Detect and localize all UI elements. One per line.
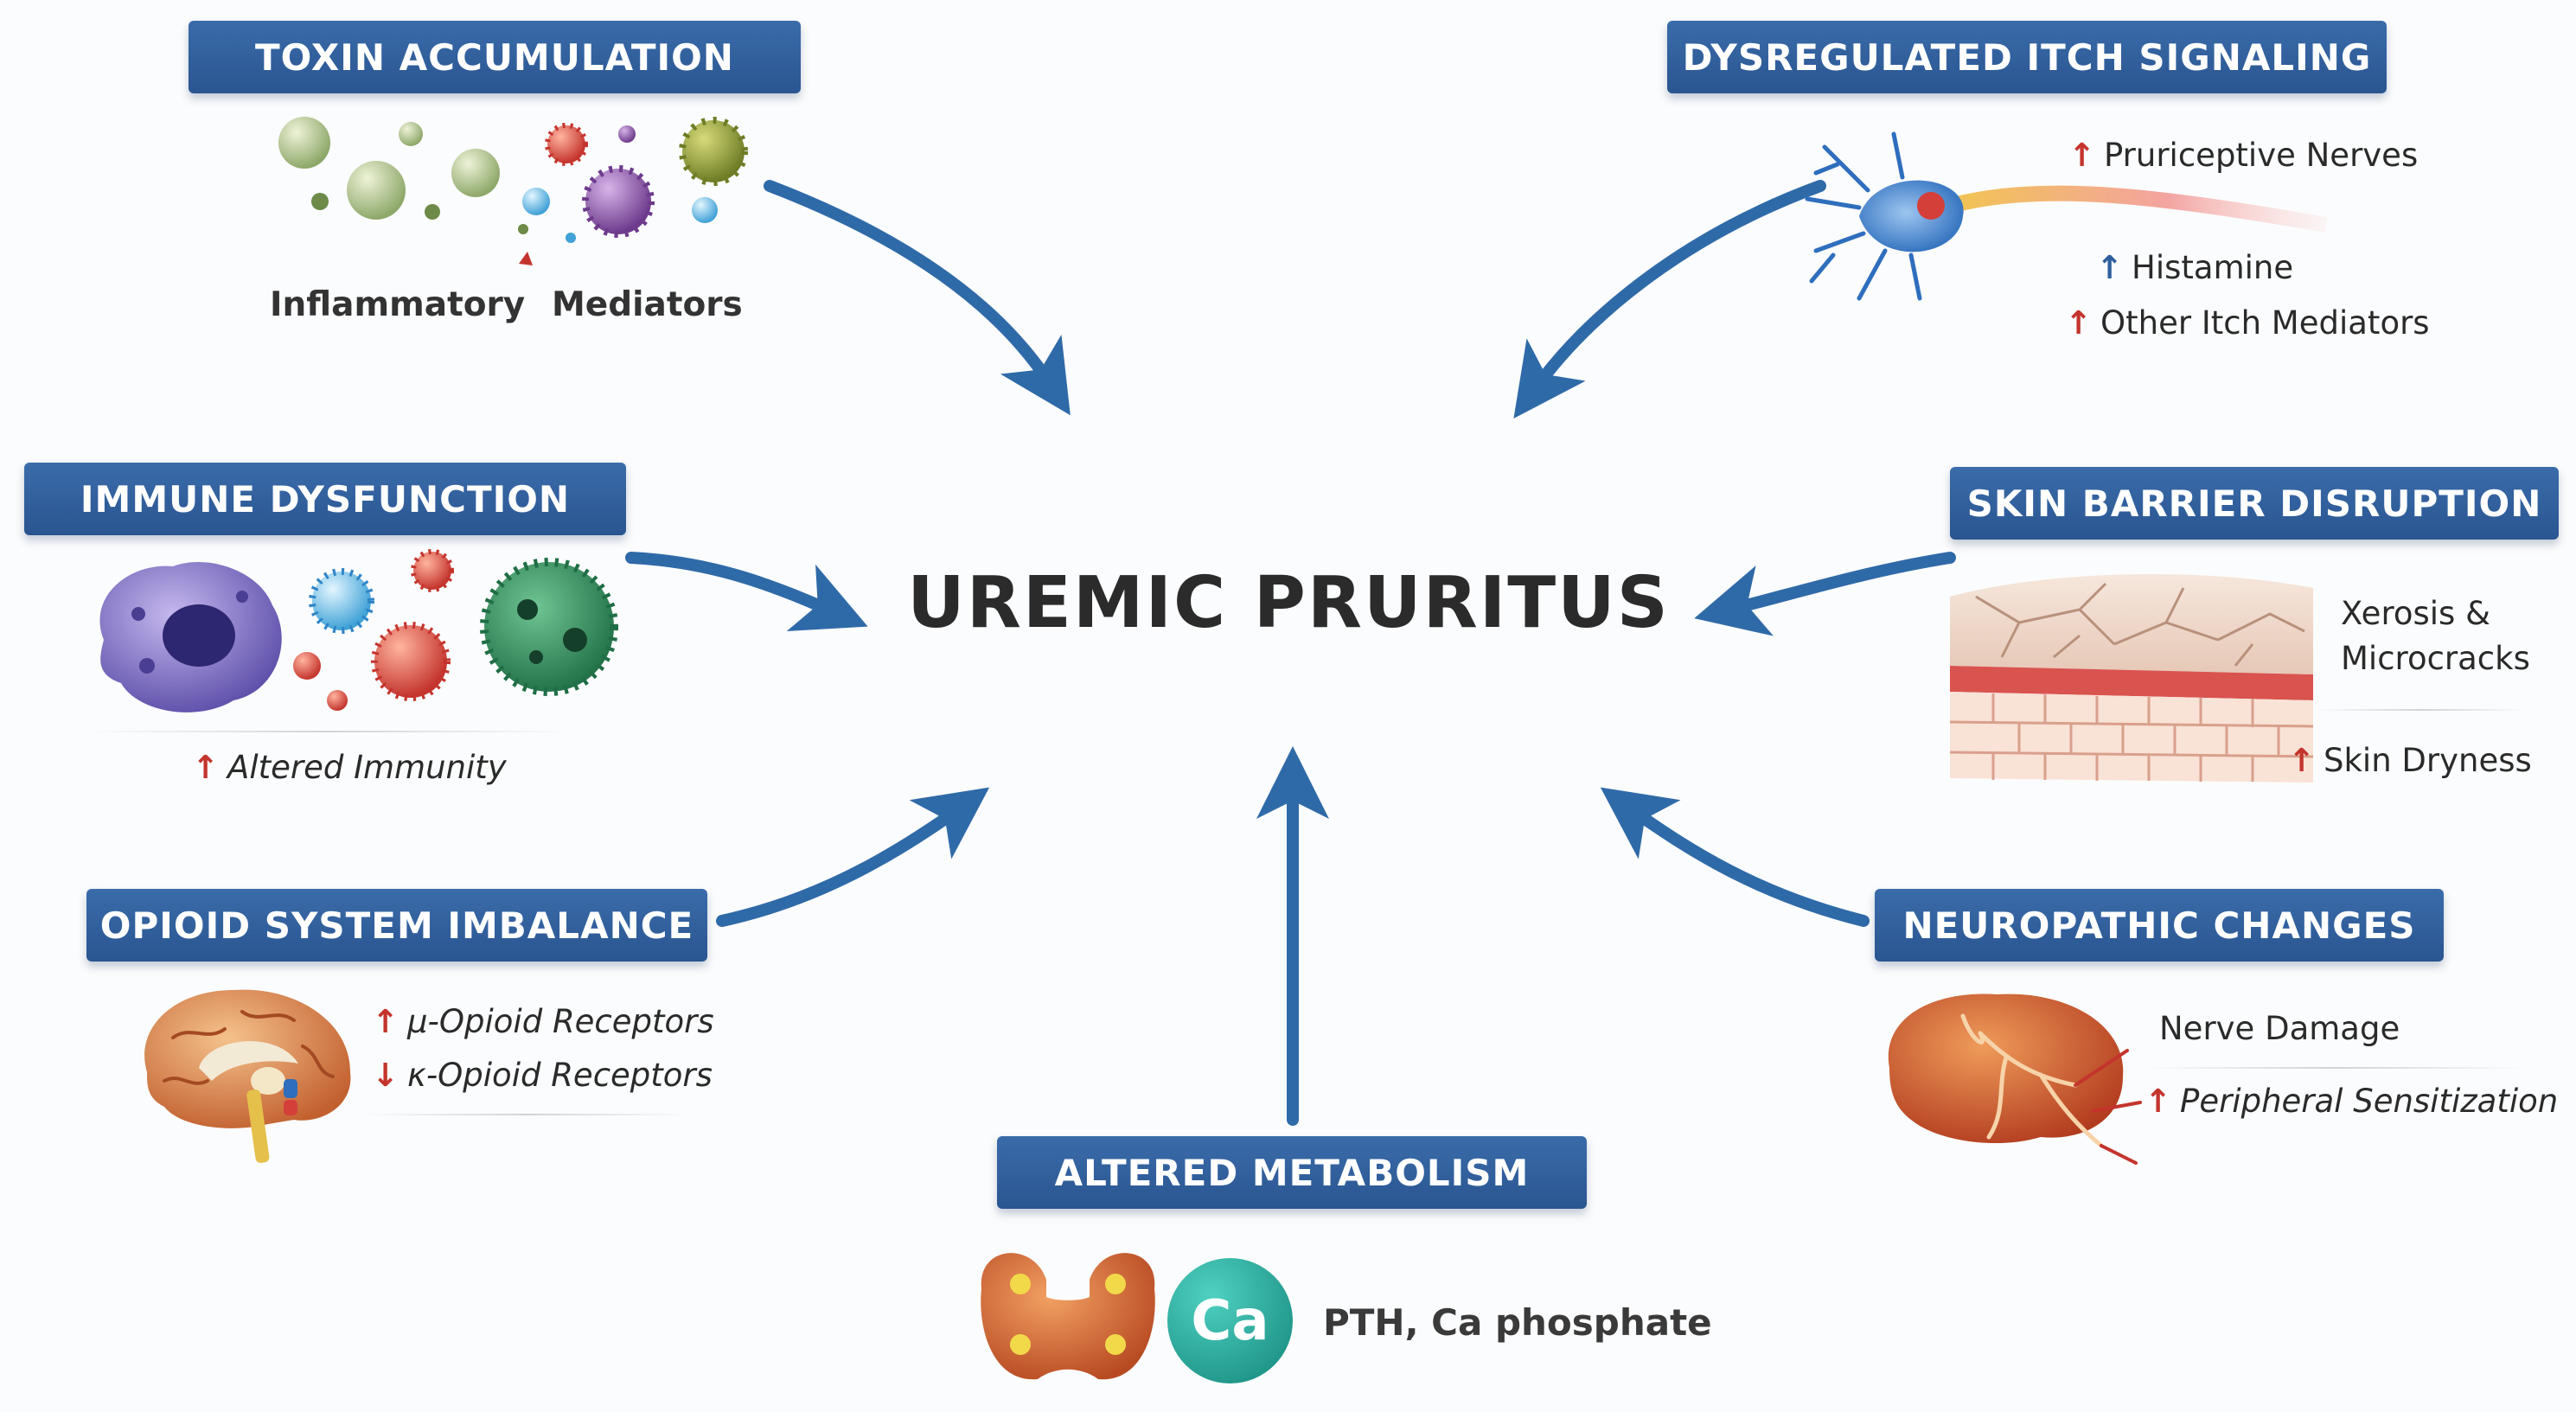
arrow-skin — [1694, 552, 1956, 636]
neuron-icon — [1805, 131, 2328, 301]
opioid-label-1: μ-Opioid Receptors — [372, 1003, 714, 1040]
immune-cells-icon — [99, 549, 618, 712]
opioid-separator — [363, 1114, 692, 1115]
calcium-badge: Ca — [1167, 1258, 1293, 1383]
particles-icon — [278, 117, 748, 265]
arrow-opioid — [716, 787, 990, 927]
immune-banner: IMMUNE DYSFUNCTION — [24, 463, 626, 535]
arrow-toxin — [764, 180, 1071, 416]
itch-label-1: Pruriceptive Nerves — [2068, 137, 2418, 174]
skin-banner: SKIN BARRIER DISRUPTION — [1950, 467, 2559, 540]
skin-label-1: Xerosis & — [2341, 595, 2490, 632]
itch-banner: DYSREGULATED ITCH SIGNALING — [1667, 21, 2387, 93]
opioid-label-2: κ-Opioid Receptors — [372, 1057, 713, 1094]
skin-label-2: Microcracks — [2341, 640, 2530, 677]
neuro-label-2: Peripheral Sensitization — [2145, 1083, 2558, 1120]
center-title: UREMIC PRURITUS — [907, 562, 1670, 644]
brain-icon — [144, 989, 351, 1163]
toxin-label-1: Inflammatory — [270, 285, 526, 324]
neuro-banner: NEUROPATHIC CHANGES — [1875, 889, 2444, 962]
itch-label-2: Histamine — [2096, 249, 2293, 286]
itch-label-3: Other Itch Mediators — [2065, 304, 2430, 342]
immune-separator — [86, 731, 571, 732]
arrow-immune — [625, 552, 868, 631]
neuro-label-1: Nerve Damage — [2159, 1010, 2400, 1047]
metab-label-1: PTH, Ca phosphate — [1323, 1301, 1712, 1344]
toxin-label-2: Mediators — [552, 285, 743, 324]
nerve-tissue-icon — [1888, 994, 2142, 1165]
thyroid-icon — [981, 1253, 1155, 1380]
arrow-itch — [1513, 180, 1826, 419]
skin-separator — [2317, 709, 2525, 711]
skin-label-3: Skin Dryness — [2288, 742, 2532, 779]
opioid-banner: OPIOID SYSTEM IMBALANCE — [86, 889, 707, 962]
calcium-badge-label: Ca — [1191, 1288, 1269, 1353]
immune-label-1: Altered Immunity — [192, 749, 507, 786]
skin-layer-icon — [1949, 573, 2314, 783]
neuro-separator — [2145, 1067, 2525, 1069]
toxin-banner: TOXIN ACCUMULATION — [189, 21, 801, 93]
metab-banner: ALTERED METABOLISM — [997, 1136, 1587, 1209]
arrow-neuro — [1600, 787, 1870, 927]
